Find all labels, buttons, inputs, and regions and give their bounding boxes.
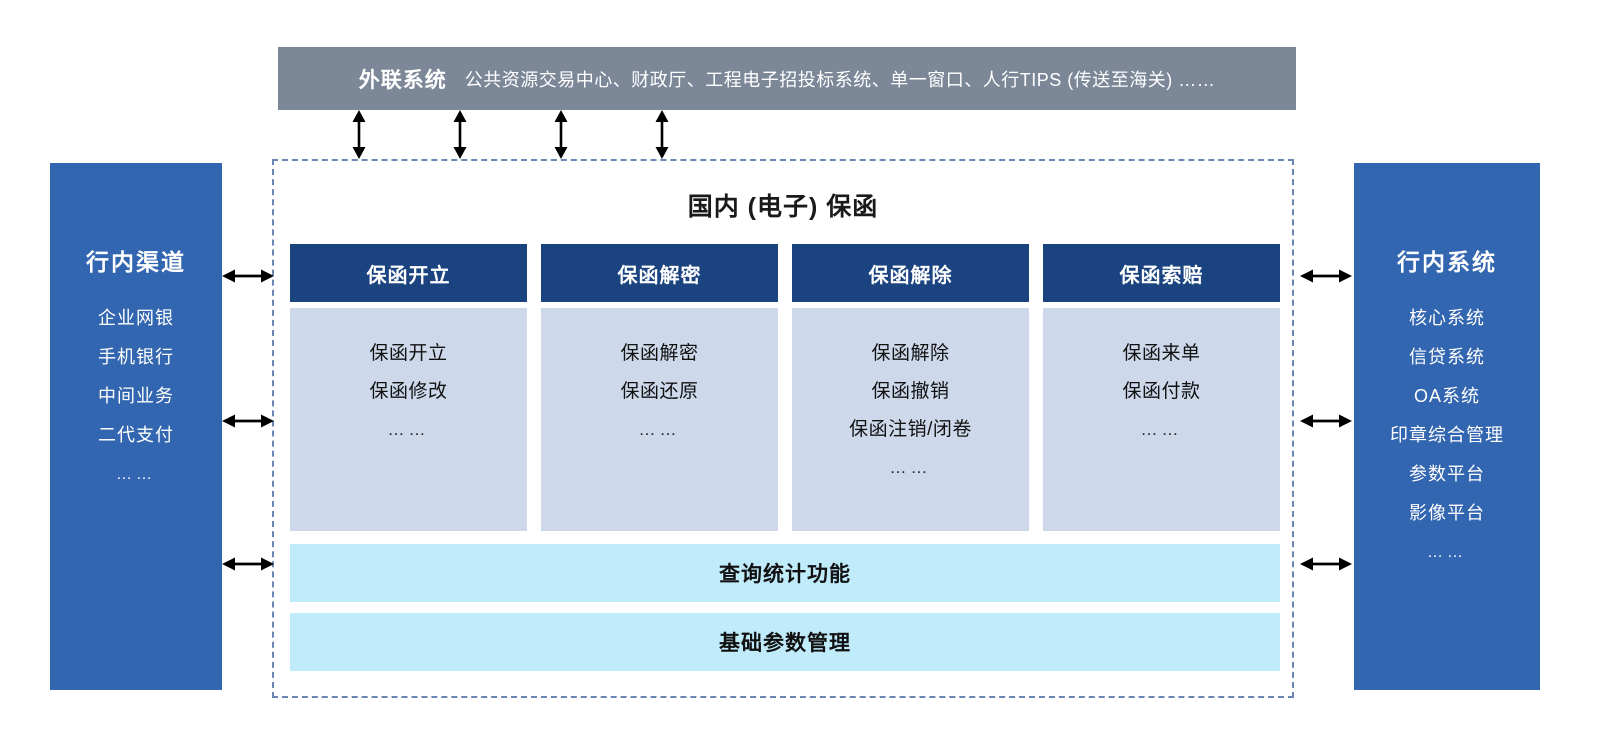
function-item-ellipsis: …… <box>1140 420 1183 439</box>
function-item[interactable]: 保函还原 <box>620 381 699 402</box>
double-arrow-vertical-icon <box>554 110 568 159</box>
vertical-double-arrow-3 <box>550 110 572 159</box>
double-arrow-vertical-icon <box>453 110 467 159</box>
column-body-issuance: 保函开立 保函修改 …… <box>290 308 527 531</box>
function-item[interactable]: 保函修改 <box>369 381 448 402</box>
channel-item-ellipsis: …… <box>116 466 156 483</box>
horizontal-double-arrow-right-3 <box>1300 553 1352 575</box>
column-header-release[interactable]: 保函解除 <box>792 244 1029 302</box>
system-item[interactable]: 信贷系统 <box>1409 347 1485 367</box>
function-item[interactable]: 保函撤销 <box>871 381 950 402</box>
function-item-ellipsis: …… <box>889 458 932 477</box>
system-item[interactable]: 印章综合管理 <box>1390 425 1504 445</box>
query-statistics-bar[interactable]: 查询统计功能 <box>290 544 1280 602</box>
double-arrow-horizontal-icon <box>222 557 274 571</box>
external-systems-description: 公共资源交易中心、财政厅、工程电子招投标系统、单一窗口、人行TIPS (传送至海… <box>464 69 1216 90</box>
core-system-title: 国内 (电子) 保函 <box>687 193 879 221</box>
channel-item[interactable]: 中间业务 <box>98 386 174 406</box>
bank-channels-list: 企业网银 手机银行 中间业务 二代支付 …… <box>50 299 222 494</box>
function-column-claim: 保函索赔 保函来单 保函付款 …… <box>1043 244 1280 531</box>
function-item[interactable]: 保函解除 <box>871 343 950 364</box>
system-item[interactable]: 影像平台 <box>1409 503 1485 523</box>
bank-channels-panel: 行内渠道 企业网银 手机银行 中间业务 二代支付 …… <box>50 163 222 690</box>
function-item[interactable]: 保函开立 <box>369 343 448 364</box>
column-body-claim: 保函来单 保函付款 …… <box>1043 308 1280 531</box>
horizontal-double-arrow-left-3 <box>222 553 274 575</box>
system-item[interactable]: OA系统 <box>1413 386 1480 406</box>
function-item[interactable]: 保函解密 <box>620 343 699 364</box>
horizontal-double-arrow-right-1 <box>1300 265 1352 287</box>
vertical-double-arrow-4 <box>651 110 673 159</box>
column-body-release: 保函解除 保函撤销 保函注销/闭卷 …… <box>792 308 1029 531</box>
system-item-ellipsis: …… <box>1427 544 1467 561</box>
external-systems-banner: 外联系统 公共资源交易中心、财政厅、工程电子招投标系统、单一窗口、人行TIPS … <box>278 47 1296 110</box>
bank-channels-title: 行内渠道 <box>86 249 186 275</box>
domestic-guarantee-system-container: 国内 (电子) 保函 保函开立 保函开立 保函修改 …… 保函解密 保函解密 保… <box>272 159 1294 698</box>
double-arrow-horizontal-icon <box>1300 557 1352 571</box>
horizontal-double-arrow-left-2 <box>222 410 274 432</box>
column-header-issuance[interactable]: 保函开立 <box>290 244 527 302</box>
system-item[interactable]: 参数平台 <box>1409 464 1485 484</box>
double-arrow-vertical-icon <box>352 110 366 159</box>
channel-item[interactable]: 手机银行 <box>98 347 174 367</box>
double-arrow-horizontal-icon <box>222 269 274 283</box>
horizontal-double-arrow-right-2 <box>1300 410 1352 432</box>
external-systems-title: 外联系统 <box>358 68 447 92</box>
function-item[interactable]: 保函来单 <box>1122 343 1201 364</box>
channel-item[interactable]: 企业网银 <box>98 308 174 328</box>
double-arrow-vertical-icon <box>655 110 669 159</box>
function-item[interactable]: 保函注销/闭卷 <box>849 419 972 440</box>
bank-systems-title: 行内系统 <box>1397 249 1497 275</box>
function-columns: 保函开立 保函开立 保函修改 …… 保函解密 保函解密 保函还原 …… 保函解除… <box>290 244 1280 531</box>
base-parameter-management-bar[interactable]: 基础参数管理 <box>290 613 1280 671</box>
channel-item[interactable]: 二代支付 <box>98 425 174 445</box>
system-item[interactable]: 核心系统 <box>1409 308 1485 328</box>
vertical-double-arrow-2 <box>449 110 471 159</box>
function-column-issuance: 保函开立 保函开立 保函修改 …… <box>290 244 527 531</box>
function-item-ellipsis: …… <box>387 420 430 439</box>
function-column-decryption: 保函解密 保函解密 保函还原 …… <box>541 244 778 531</box>
horizontal-double-arrow-left-1 <box>222 265 274 287</box>
vertical-double-arrow-1 <box>348 110 370 159</box>
function-item-ellipsis: …… <box>638 420 681 439</box>
bank-systems-panel: 行内系统 核心系统 信贷系统 OA系统 印章综合管理 参数平台 影像平台 …… <box>1354 163 1540 690</box>
column-header-decryption[interactable]: 保函解密 <box>541 244 778 302</box>
double-arrow-horizontal-icon <box>222 414 274 428</box>
function-column-release: 保函解除 保函解除 保函撤销 保函注销/闭卷 …… <box>792 244 1029 531</box>
double-arrow-horizontal-icon <box>1300 269 1352 283</box>
function-item[interactable]: 保函付款 <box>1122 381 1201 402</box>
double-arrow-horizontal-icon <box>1300 414 1352 428</box>
bank-systems-list: 核心系统 信贷系统 OA系统 印章综合管理 参数平台 影像平台 …… <box>1354 299 1540 572</box>
column-body-decryption: 保函解密 保函还原 …… <box>541 308 778 531</box>
column-header-claim[interactable]: 保函索赔 <box>1043 244 1280 302</box>
